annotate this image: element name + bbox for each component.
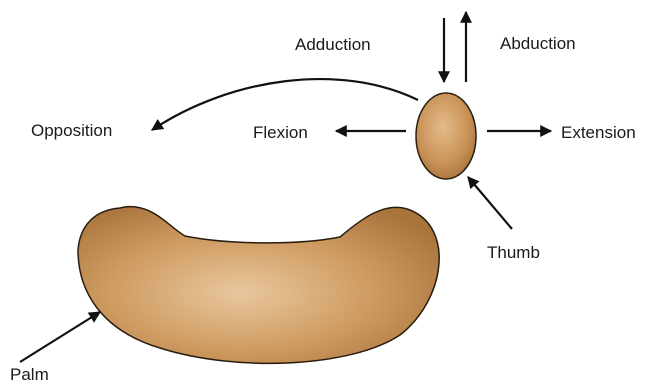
extension-label: Extension bbox=[561, 124, 636, 141]
thumb-pointer-arrow bbox=[468, 177, 512, 229]
flexion-label: Flexion bbox=[253, 124, 308, 141]
adduction-label: Adduction bbox=[295, 36, 371, 53]
palm-shape bbox=[78, 207, 439, 364]
thumb-label: Thumb bbox=[487, 244, 540, 261]
palm-label: Palm bbox=[10, 366, 49, 383]
thumb-shape bbox=[416, 93, 476, 179]
abduction-label: Abduction bbox=[500, 35, 576, 52]
palm-pointer-arrow bbox=[20, 312, 100, 362]
opposition-label: Opposition bbox=[31, 122, 112, 139]
